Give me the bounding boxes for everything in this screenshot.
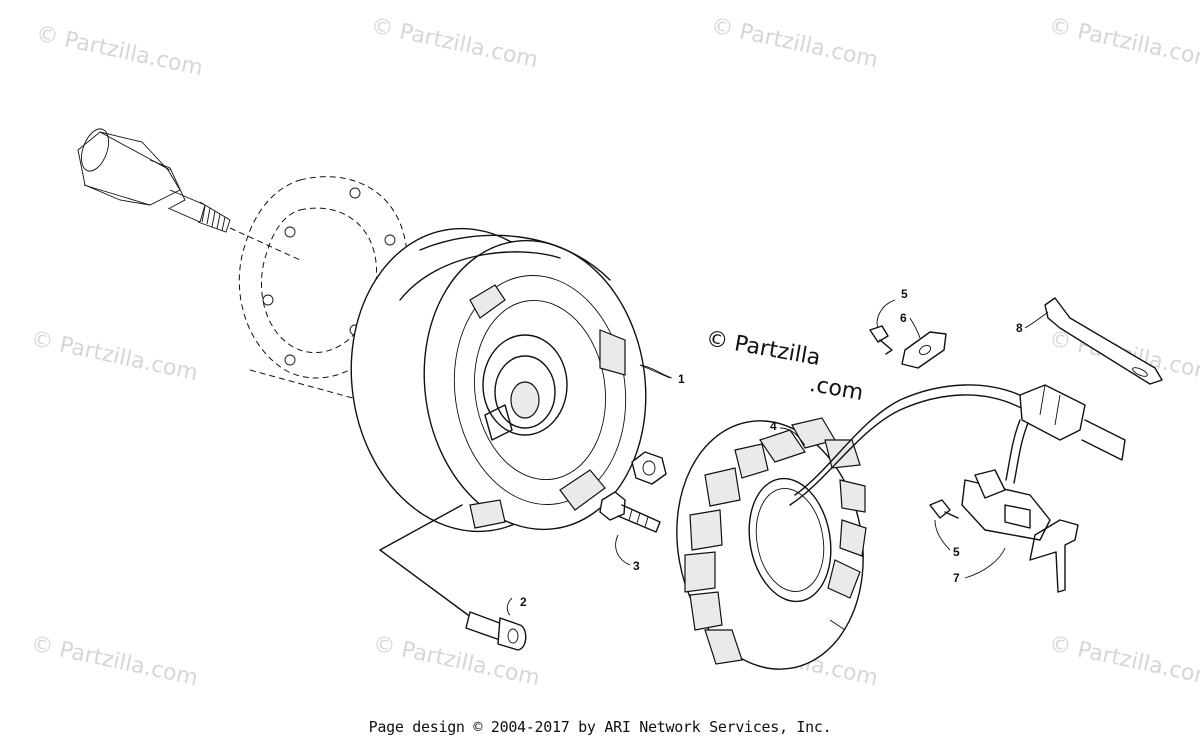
bolt-part <box>599 491 661 533</box>
callout-labels: 1 2 3 4 5 6 5 7 8 <box>520 287 1023 609</box>
callout-8: 8 <box>1016 321 1023 335</box>
small-gasket-part <box>901 331 947 369</box>
clip-part <box>1044 297 1163 385</box>
flywheel-part <box>350 227 671 533</box>
callout-7: 7 <box>953 571 960 585</box>
callout-5-lower: 5 <box>953 545 960 559</box>
callout-6: 6 <box>900 311 907 325</box>
watermark: © Partzilla.com <box>1047 13 1200 73</box>
lower-screw-part <box>929 499 959 519</box>
trigger-coil-part <box>961 469 1079 593</box>
callout-5-upper: 5 <box>901 287 908 301</box>
nut-part <box>631 451 667 485</box>
watermark: © Partzilla.com <box>29 631 200 691</box>
callout-3: 3 <box>633 559 640 573</box>
upper-screw-part <box>869 325 893 355</box>
copyright-line-1: © Partzilla <box>704 326 822 371</box>
watermark: © Partzilla.com <box>709 13 880 73</box>
copyright-line-2: .com <box>808 372 866 406</box>
footer-copyright: Page design © 2004-2017 by ARI Network S… <box>368 718 832 736</box>
watermark: © Partzilla.com <box>34 21 205 81</box>
wire-harness-part <box>789 384 1126 506</box>
watermark: © Partzilla.com <box>1047 631 1200 691</box>
stator-part <box>676 417 867 670</box>
callout-2: 2 <box>520 595 527 609</box>
crankshaft-part <box>77 128 301 261</box>
leader-lines <box>506 299 1049 616</box>
callout-1: 1 <box>678 372 685 386</box>
watermark: © Partzilla.com <box>29 326 200 386</box>
watermark: © Partzilla.com <box>369 13 540 73</box>
callout-4: 4 <box>770 419 777 433</box>
center-copyright: © Partzilla .com <box>704 326 866 406</box>
cap-screw-part <box>379 504 527 651</box>
